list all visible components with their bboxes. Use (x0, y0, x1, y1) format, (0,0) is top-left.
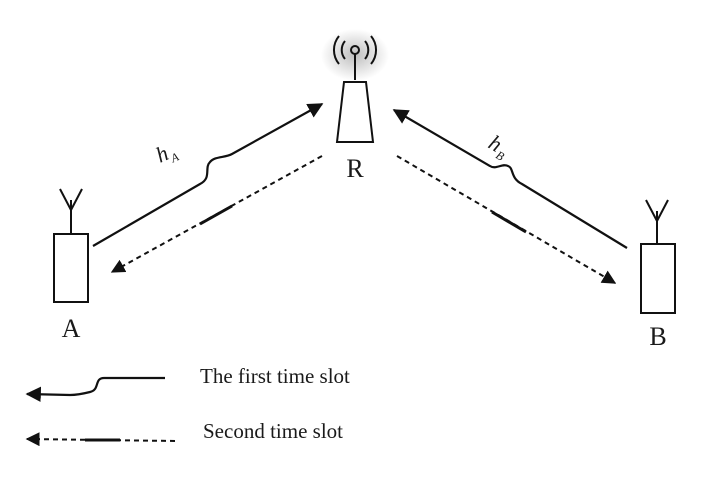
terminal-b-device (640, 243, 676, 314)
terminal-a-device (53, 233, 89, 303)
link-a-to-relay (92, 103, 324, 247)
terminal-a: A (53, 188, 89, 343)
channel-label-a: hA (152, 137, 182, 171)
terminal-a-label: A (62, 314, 81, 343)
link-relay-to-b-mark (491, 210, 527, 234)
relay-antenna-icon (332, 35, 378, 80)
link-relay-to-a-mark (199, 204, 233, 226)
legend-first-slot-label: The first time slot (200, 364, 350, 388)
link-b-to-relay (392, 109, 628, 249)
legend: The first time slot Second time slot (25, 364, 350, 447)
legend-first-slot-arrow (25, 376, 165, 403)
relay-node: R (321, 29, 389, 183)
relay-tower-icon (335, 81, 375, 143)
terminal-b-antenna-icon (645, 199, 669, 244)
terminal-a-antenna-icon (59, 188, 83, 234)
terminal-b-label: B (649, 322, 666, 351)
relay-label: R (346, 154, 364, 183)
legend-second-slot-label: Second time slot (203, 419, 343, 443)
channel-label-b: hB (483, 130, 514, 164)
terminal-b: B (640, 199, 676, 351)
